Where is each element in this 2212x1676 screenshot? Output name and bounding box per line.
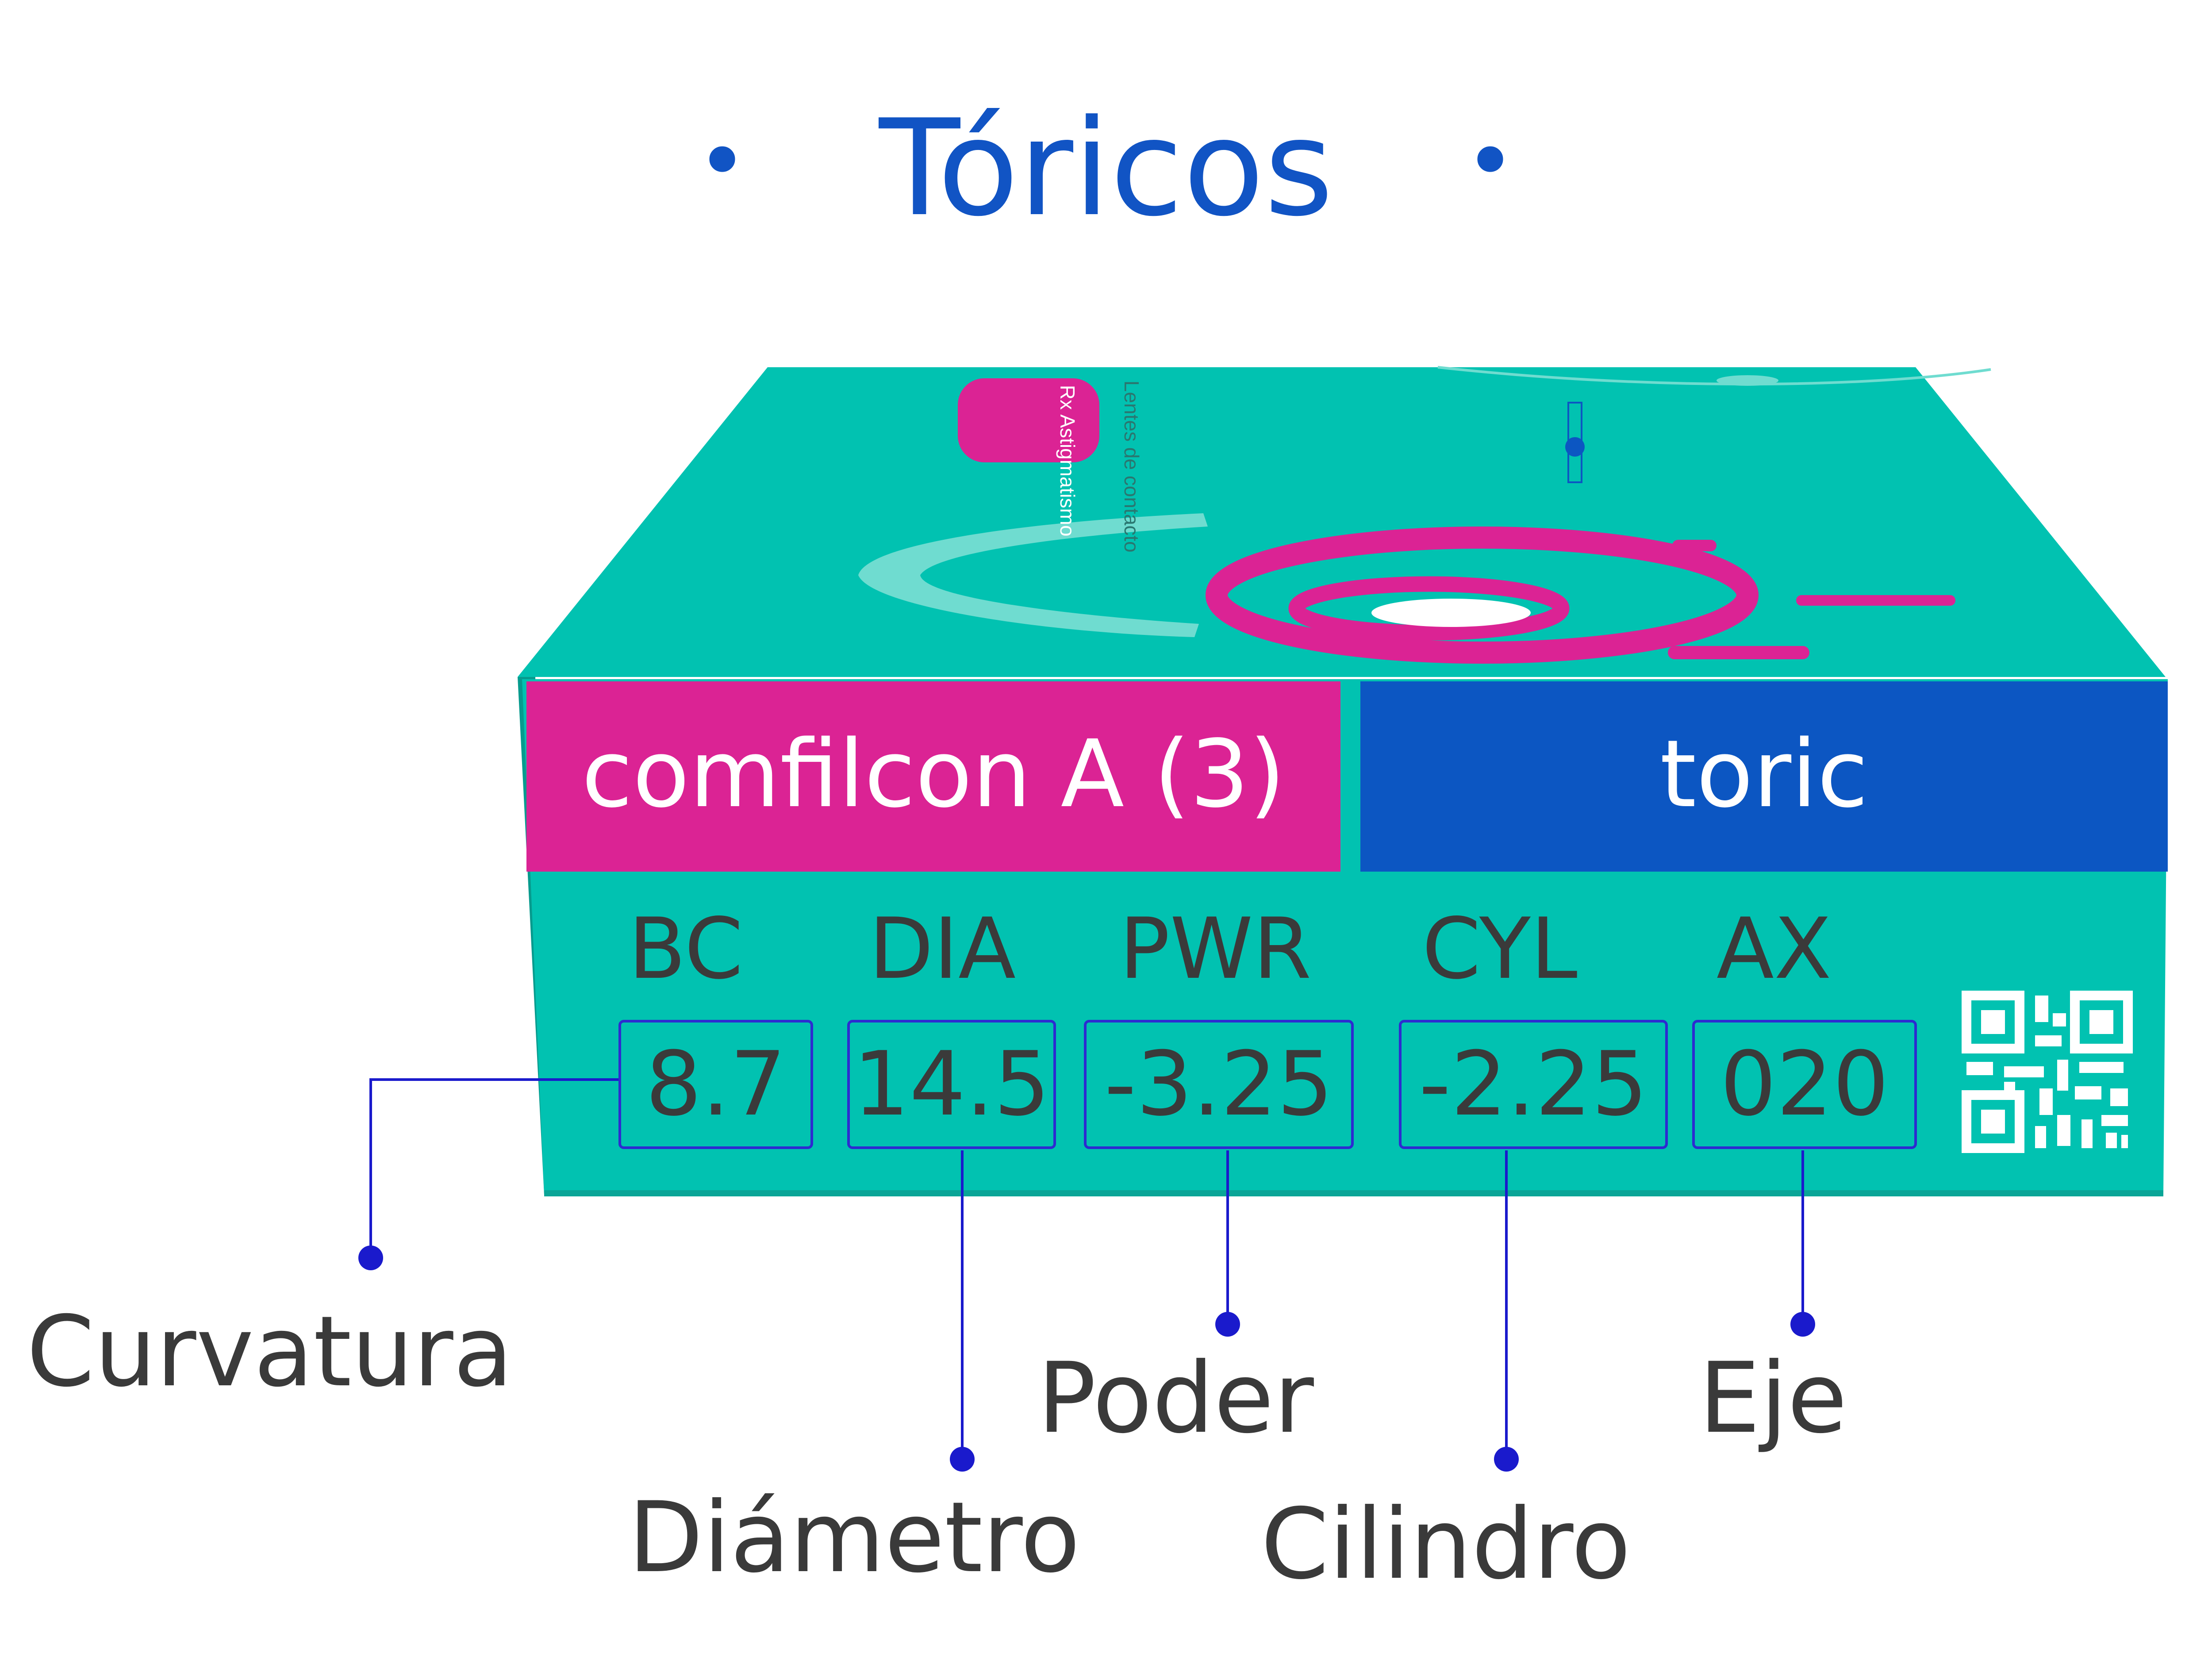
eye-ray-3 (1668, 646, 1809, 659)
value-bc: 8.7 (618, 1020, 813, 1149)
eye-ray-2 (1796, 595, 1955, 606)
connector-bc (369, 1078, 618, 1257)
title-row: • Tóricos • (0, 66, 2212, 252)
label-poder: Poder (1037, 1342, 1314, 1455)
label-cilindro: Cilindro (1261, 1488, 1631, 1601)
label-diametro: Diámetro (628, 1481, 1080, 1594)
material-band (526, 681, 1340, 872)
dot-pwr (1215, 1312, 1240, 1337)
connectors (369, 1078, 1804, 1458)
brand-logo-icon (1565, 437, 1585, 457)
dot-bc (358, 1245, 383, 1270)
rx-pill (958, 378, 1099, 462)
brand-text-mark (1567, 402, 1582, 483)
page-title: Tóricos (879, 91, 1334, 246)
label-eje: Eje (1699, 1342, 1847, 1455)
type-band (1360, 681, 2168, 872)
value-cyl: -2.25 (1399, 1020, 1668, 1149)
header-bc: BC (628, 900, 743, 998)
qr-code-icon (1962, 991, 2133, 1153)
eye-ray-1 (1672, 540, 1717, 551)
material-label: comfilcon A (3) (581, 720, 1286, 828)
box-bottom-shadow (544, 1190, 2163, 1196)
eye-inner-ring (1288, 576, 1570, 641)
eye-outer-ring (1206, 527, 1759, 664)
dot-ax (1790, 1312, 1815, 1337)
lens-arc-decoration (858, 513, 1208, 637)
value-pwr: -3.25 (1084, 1020, 1354, 1149)
dot-dia (950, 1447, 975, 1472)
box-top-text-2: Rx Astigmatismo (1056, 385, 1079, 537)
label-curvatura: Curvatura (27, 1295, 513, 1408)
box-top-text-1: Lentes de contacto (1120, 381, 1143, 553)
bullet-left-icon: • (696, 110, 749, 213)
header-pwr: PWR (1119, 900, 1312, 998)
header-dia: DIA (868, 900, 1016, 998)
value-ax: 020 (1692, 1020, 1917, 1149)
eye-pupil (1371, 599, 1531, 627)
value-dia: 14.5 (847, 1020, 1056, 1149)
top-curve-decoration (1437, 366, 1991, 386)
type-label: toric (1660, 720, 1868, 828)
bullet-right-icon: • (1464, 110, 1517, 213)
dot-cyl (1494, 1447, 1519, 1472)
header-cyl: CYL (1422, 900, 1578, 998)
connector-dots (358, 1245, 1815, 1472)
header-ax: AX (1716, 900, 1832, 998)
